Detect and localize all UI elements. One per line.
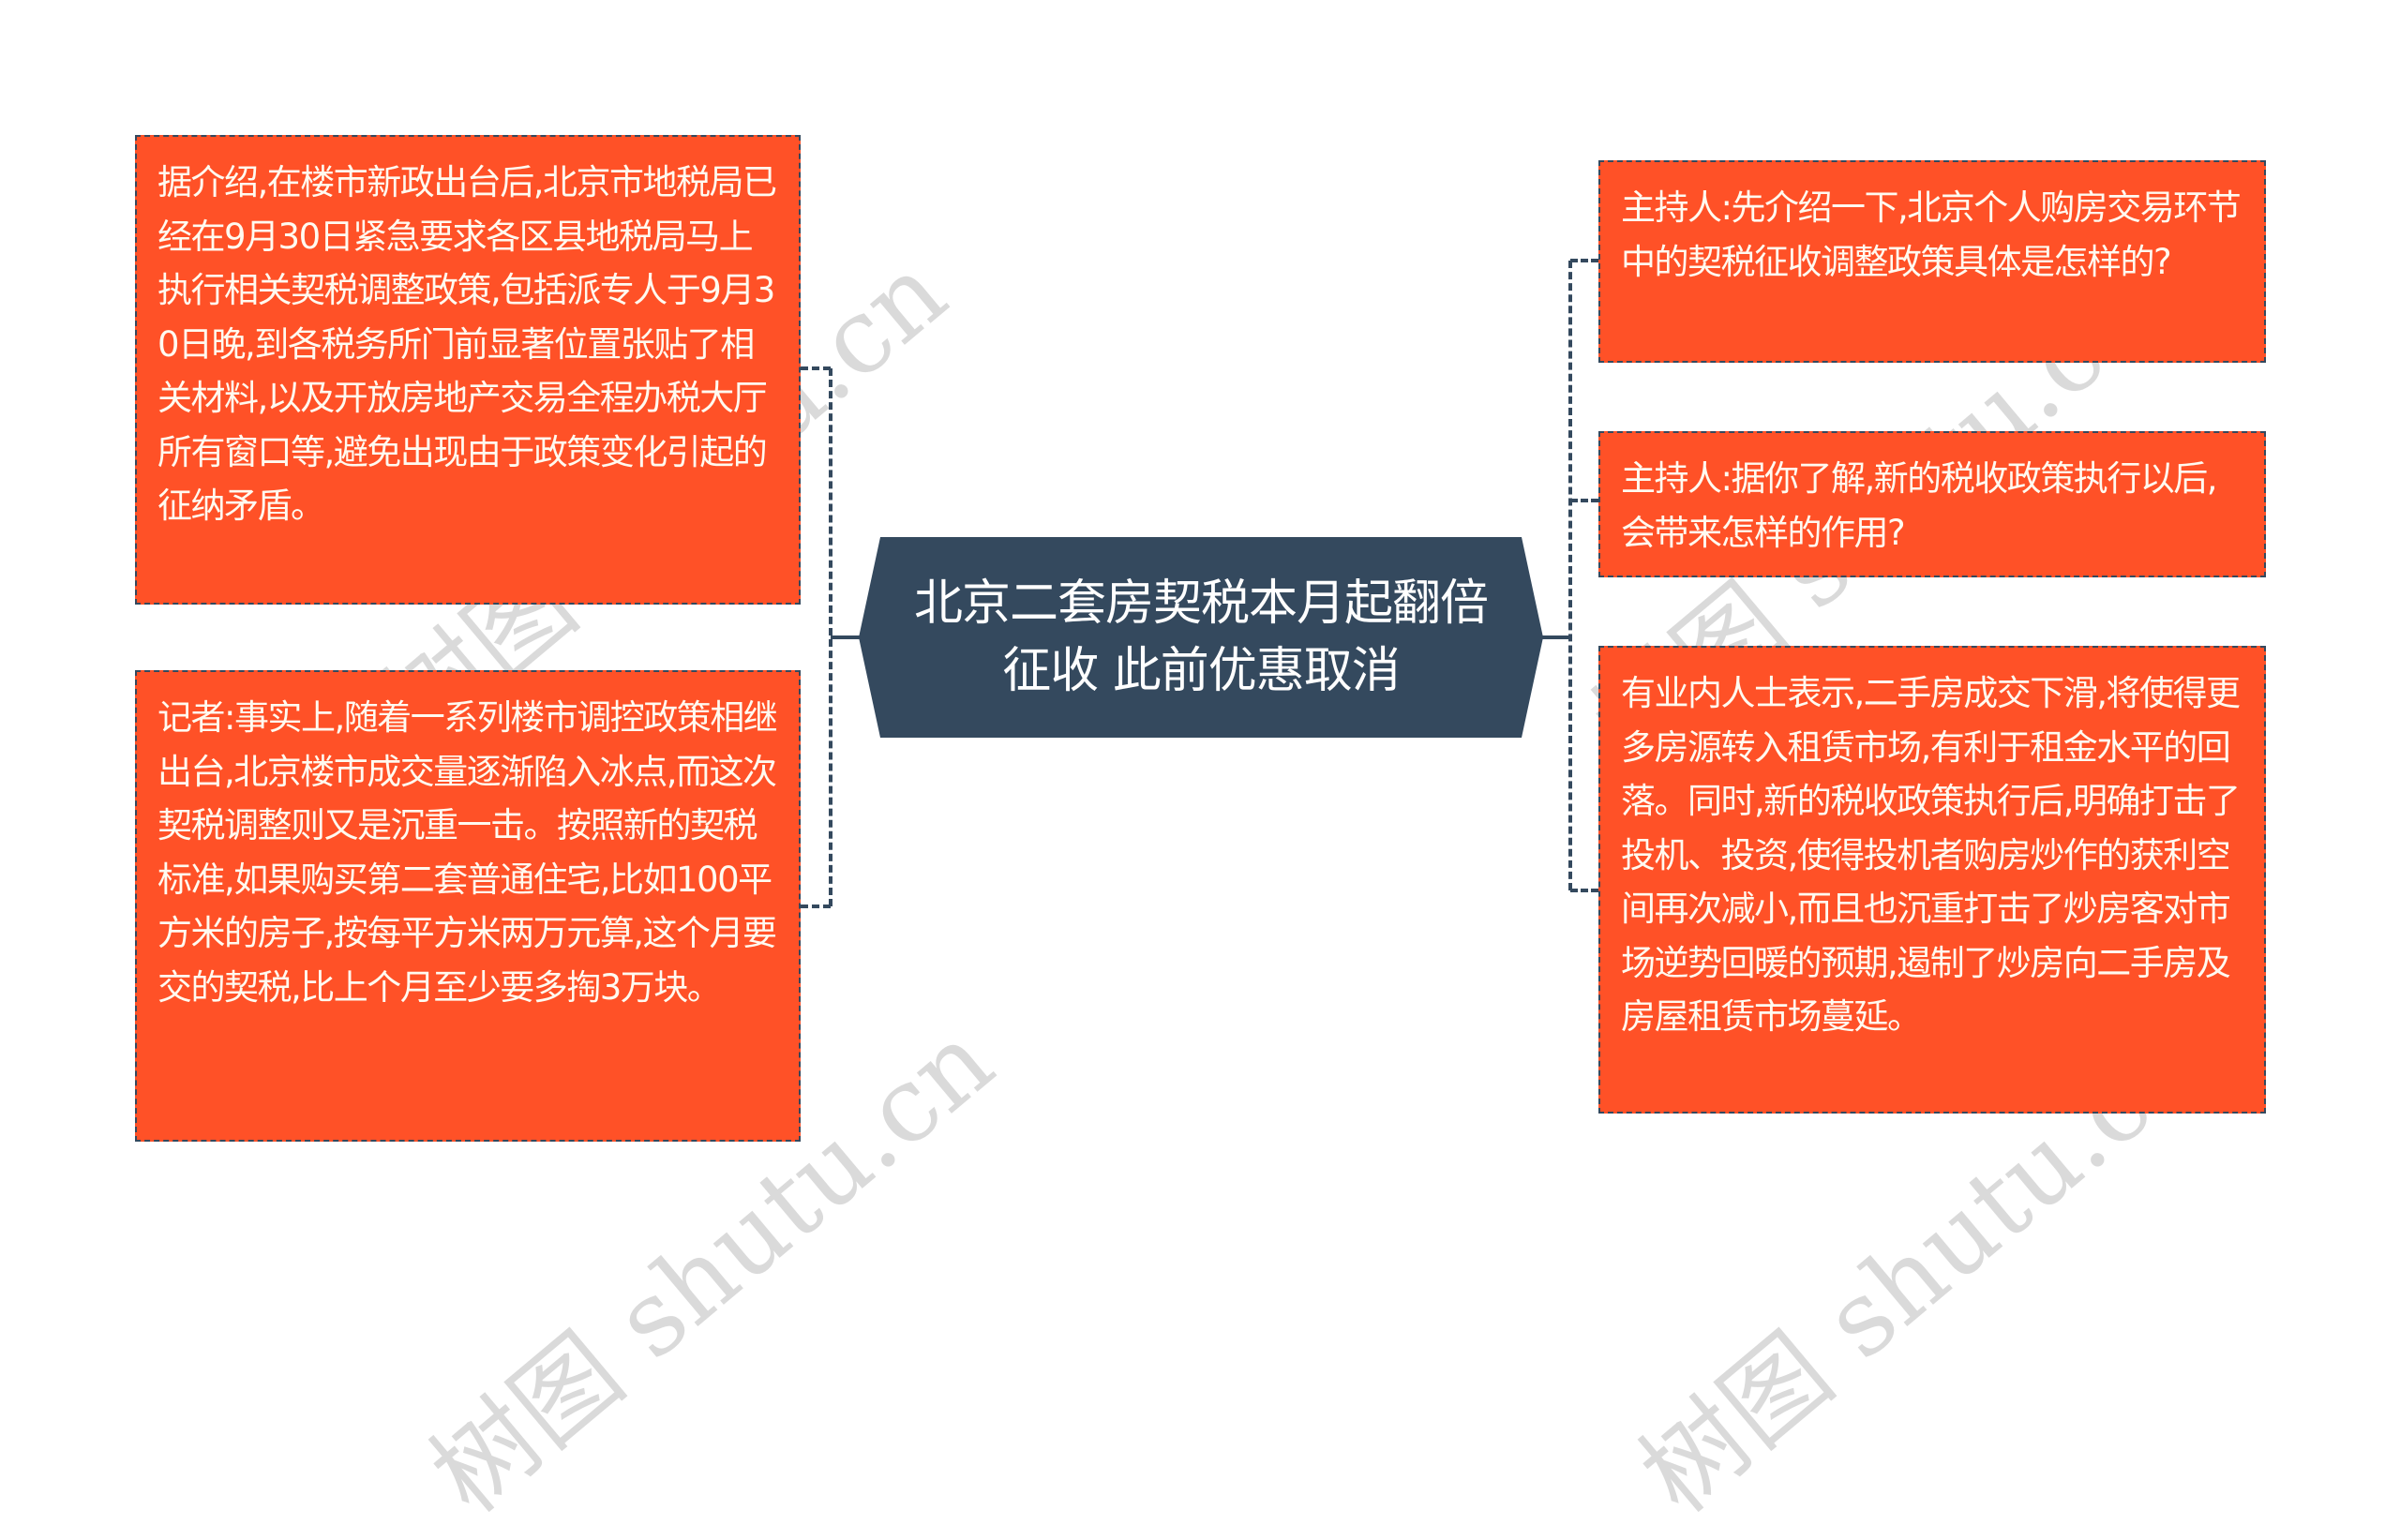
left-connector-bottom (801, 905, 831, 908)
right-node-1-text: 主持人:先介绍一下,北京个人购房交易环节中的契税征收调整政策具体是怎样的? (1621, 187, 2242, 282)
left-node-2[interactable]: 记者:事实上,随着一系列楼市调控政策相继出台,北京楼市成交量逐渐陷入冰点,而这次… (135, 670, 801, 1142)
right-node-3[interactable]: 有业内人士表示,二手房成交下滑,将使得更多房源转入租赁市场,有利于租金水平的回落… (1598, 646, 2266, 1114)
right-connector-top (1570, 259, 1598, 262)
right-node-1[interactable]: 主持人:先介绍一下,北京个人购房交易环节中的契税征收调整政策具体是怎样的? (1598, 160, 2266, 363)
right-node-2[interactable]: 主持人:据你了解,新的税收政策执行以后,会带来怎样的作用? (1598, 431, 2266, 577)
central-topic[interactable]: 北京二套房契税本月起翻倍征收 此前优惠取消 (859, 537, 1543, 738)
left-node-2-text: 记者:事实上,随着一系列楼市调控政策相继出台,北京楼市成交量逐渐陷入冰点,而这次… (158, 697, 778, 1008)
left-node-1-text: 据介绍,在楼市新政出台后,北京市地税局已经在9月30日紧急要求各区县地税局马上执… (158, 162, 777, 526)
left-connector-stub (831, 635, 862, 639)
right-node-3-text: 有业内人士表示,二手房成交下滑,将使得更多房源转入租赁市场,有利于租金水平的回落… (1621, 673, 2241, 1037)
right-connector-bottom (1570, 889, 1598, 892)
right-connector-middle (1570, 499, 1598, 502)
left-connector-top (801, 366, 831, 370)
right-node-2-text: 主持人:据你了解,新的税收政策执行以后,会带来怎样的作用? (1621, 458, 2218, 553)
right-connector-vertical (1568, 261, 1572, 890)
left-node-1[interactable]: 据介绍,在楼市新政出台后,北京市地税局已经在9月30日紧急要求各区县地税局马上执… (135, 135, 801, 605)
right-connector-stub (1539, 635, 1570, 639)
central-topic-title: 北京二套房契税本月起翻倍征收 此前优惠取消 (913, 576, 1489, 699)
central-topic-shape (859, 537, 1543, 738)
